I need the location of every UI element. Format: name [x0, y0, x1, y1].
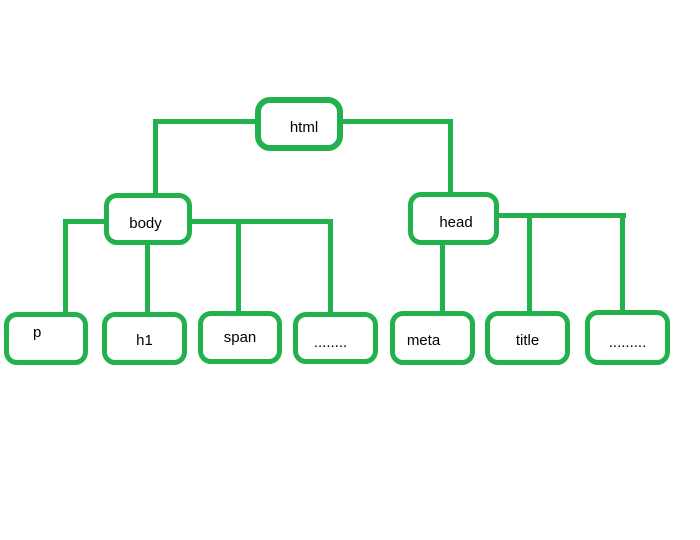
node-html: html [255, 97, 343, 151]
node-head-ellipsis-label: ......... [608, 334, 647, 351]
node-body-ellipsis: ........ [293, 312, 378, 364]
node-meta: meta [390, 311, 475, 365]
node-head: head [408, 192, 499, 245]
node-title: title [485, 311, 570, 365]
node-head-ellipsis: ......... [585, 310, 670, 365]
edge-html-head-horizontal [343, 119, 453, 124]
edge-html-head-vertical [448, 119, 453, 194]
edge-head-more-vertical [620, 213, 625, 312]
node-h1-label: h1 [136, 332, 153, 349]
edge-html-body-horizontal [153, 119, 255, 124]
edge-head-children-horizontal [498, 213, 626, 218]
node-p: p [4, 312, 88, 365]
edge-body-children-horizontal [192, 219, 333, 224]
node-body-ellipsis-label: ........ [313, 333, 348, 351]
node-p-label: p [33, 324, 42, 341]
node-h1: h1 [102, 312, 187, 365]
edge-body-h1-vertical [145, 244, 150, 314]
node-meta-label: meta [406, 331, 441, 349]
edge-body-p-horizontal [63, 219, 104, 224]
edge-head-title-vertical [527, 213, 532, 313]
edge-body-p-vertical [63, 219, 68, 314]
node-html-label: html [289, 118, 319, 136]
edge-head-meta-vertical [440, 244, 445, 313]
node-body-label: body [129, 214, 162, 232]
edge-body-span-vertical [236, 219, 241, 313]
edge-html-body-vertical [153, 119, 158, 195]
node-span: span [198, 311, 282, 364]
node-head-label: head [439, 214, 473, 231]
node-title-label: title [515, 331, 540, 349]
node-span-label: span [223, 329, 257, 346]
node-body: body [104, 193, 192, 245]
edge-body-more-vertical [328, 219, 333, 314]
